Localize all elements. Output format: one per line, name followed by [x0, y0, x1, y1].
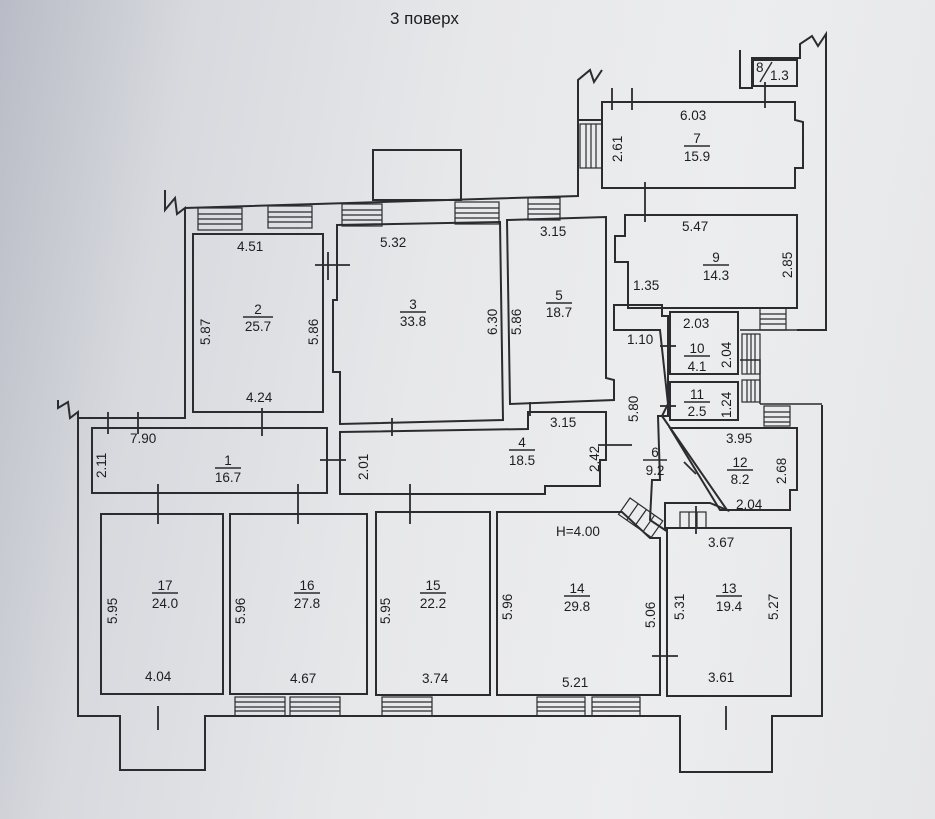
room-8-area: 1.3 [770, 68, 789, 83]
room-10-dim-right: 2.04 [719, 341, 734, 368]
room-9-dim-top: 5.47 [682, 219, 708, 234]
room-14-number: 14 [569, 581, 585, 596]
room-1-area: 16.7 [215, 470, 241, 485]
room-13-dim-left: 5.31 [672, 594, 687, 620]
room-4-dim-right: 2.42 [587, 446, 602, 472]
room-1-dim-height: 2.11 [94, 453, 109, 478]
room-16-dim-bottom: 4.67 [290, 671, 316, 686]
room-10-dim-top: 2.03 [683, 316, 709, 331]
room-11-number: 11 [690, 387, 704, 402]
room-17-area: 24.0 [152, 596, 178, 611]
room-15-number: 15 [425, 578, 440, 593]
room-7-dim-top: 6.03 [680, 108, 706, 123]
room-3-area: 33.8 [400, 314, 426, 329]
room-7-dim-left: 2.61 [610, 136, 625, 162]
room-13-dim-bottom: 3.61 [708, 670, 734, 685]
room-4-area: 18.5 [509, 453, 535, 468]
room-17-dim-bottom: 4.04 [145, 669, 172, 684]
room-17-number: 17 [157, 578, 172, 593]
room-14-area: 29.8 [564, 599, 590, 614]
room-8-number: 8 [756, 60, 764, 75]
room-1-dim-width: 7.90 [130, 431, 156, 446]
room-15-dim-left: 5.95 [378, 598, 393, 624]
room-outlines [91, 59, 804, 697]
room-7-number: 7 [693, 131, 701, 146]
room-5-area: 18.7 [546, 305, 572, 320]
room-17-dim-left: 5.95 [105, 598, 120, 624]
room-2-number: 2 [254, 302, 262, 317]
room-4-dim-left: 2.01 [356, 454, 371, 480]
room-2-dim-right: 5.86 [306, 319, 321, 345]
outer-walls [57, 30, 827, 773]
room-10-area: 4.1 [688, 359, 707, 374]
room-3-number: 3 [409, 297, 417, 312]
room-2-dim-top: 4.51 [237, 239, 263, 254]
room-11-area: 2.5 [688, 404, 707, 419]
room-16-number: 16 [299, 578, 314, 593]
room-12-dim-top: 3.95 [726, 431, 752, 446]
room-14-dim-left: 5.96 [500, 594, 515, 620]
room-2-area: 25.7 [245, 319, 271, 334]
room-16-area: 27.8 [294, 596, 320, 611]
room-12-area: 8.2 [731, 472, 750, 487]
room-13-number: 13 [721, 581, 736, 596]
room-1-number: 1 [224, 453, 232, 468]
room-13-dim-top: 3.67 [708, 535, 734, 550]
room-6-dim-mid: 1.10 [627, 332, 653, 347]
room-2-dim-left: 5.87 [198, 319, 213, 345]
room-6-dim-side: 5.80 [626, 396, 641, 422]
room-15-area: 22.2 [420, 596, 446, 611]
room-9-area: 14.3 [703, 268, 729, 283]
height-note: H=4.00 [556, 524, 600, 539]
room-14-dim-bottom: 5.21 [562, 675, 588, 690]
room-9-number: 9 [712, 250, 720, 265]
room-3-dim-right: 6.30 [485, 309, 500, 335]
room-5-number: 5 [555, 288, 563, 303]
room-2-dim-bottom: 4.24 [246, 390, 273, 405]
room-11-dim-right: 1.24 [719, 391, 734, 418]
windows [197, 123, 791, 717]
room-4-dim-top: 3.15 [550, 415, 576, 430]
room-13-area: 19.4 [716, 599, 743, 614]
room-12-dim-bottom: 2.04 [736, 497, 763, 512]
room-15-dim-bottom: 3.74 [422, 671, 449, 686]
room-7-area: 15.9 [684, 149, 710, 164]
room-10-number: 10 [689, 341, 704, 356]
room-labels: 1 16.7 7.90 2.11 2 25.7 4.51 5.87 5.86 4… [94, 60, 795, 690]
room-6-number: 6 [651, 445, 659, 460]
room-5-dim-top: 3.15 [540, 224, 566, 239]
doors [107, 82, 766, 730]
room-5-dim-left: 5.86 [509, 309, 524, 335]
room-6-dim-top: 1.35 [633, 278, 659, 293]
floor-title: 3 поверх [390, 9, 459, 28]
room-12-dim-right: 2.68 [774, 458, 789, 484]
room-4-number: 4 [518, 435, 526, 450]
room-14-dim-right: 5.06 [643, 602, 658, 628]
room-16-dim-left: 5.96 [233, 598, 248, 624]
room-6-area: 9.2 [646, 463, 665, 478]
room-3-dim-top: 5.32 [380, 235, 406, 250]
room-13-dim-right: 5.27 [766, 594, 781, 620]
room-9-dim-right: 2.85 [780, 252, 795, 278]
room-12-number: 12 [732, 455, 747, 470]
